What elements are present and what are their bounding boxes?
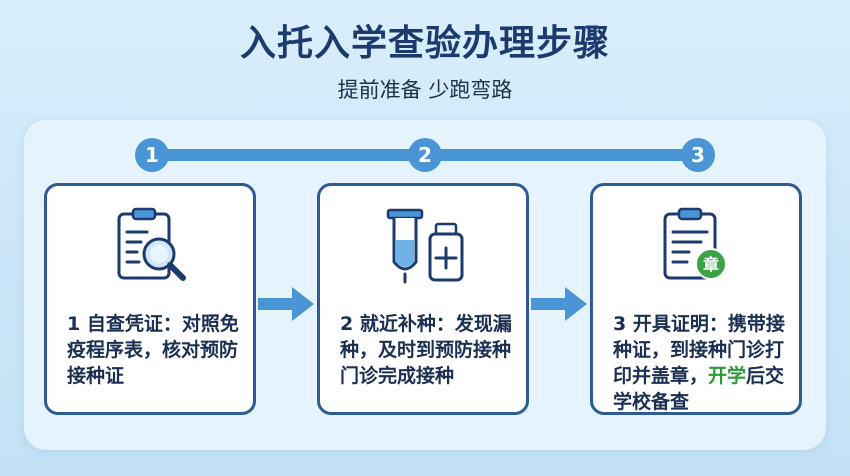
- step-1-text: 1 自查凭证：对照免疫程序表，核对预防接种证: [67, 313, 239, 387]
- step-dot-3: 3: [681, 138, 715, 172]
- step-3-text: 3 开具证明：携带接种证，到接种门诊打印并盖章，开学后交学校备查: [613, 311, 793, 415]
- page-subtitle: 提前准备 少跑弯路: [337, 78, 513, 102]
- arrow-right-icon: [531, 287, 587, 325]
- arrow-right-icon: [258, 287, 314, 325]
- step-2-text: 2 就近补种：发现漏种，及时到预防接种门诊完成接种: [340, 313, 512, 387]
- step-3-text-main: 3 开具证明：携带接种证，到接种门诊打印并盖章，: [613, 313, 785, 387]
- step-card-1: 1 自查凭证：对照免疫程序表，核对预防接种证: [44, 183, 256, 415]
- step-3-text-tail: 后交学校备查: [613, 365, 785, 413]
- step-dot-2: 2: [408, 138, 442, 172]
- vaccine-icon: [320, 206, 526, 286]
- step-dot-1: 1: [135, 138, 169, 172]
- step-3-text-highlight: 开学: [708, 365, 747, 387]
- stamp-label: 章: [703, 255, 719, 274]
- step-card-2: 2 就近补种：发现漏种，及时到预防接种门诊完成接种: [317, 183, 529, 415]
- document-search-icon: [47, 206, 253, 286]
- certificate-stamp-icon: 章: [593, 206, 799, 286]
- page-title: 入托入学查验办理步骤: [239, 23, 610, 64]
- step-card-3: 章 3 开具证明：携带接种证，到接种门诊打印并盖章，开学后交学校备查: [590, 183, 802, 415]
